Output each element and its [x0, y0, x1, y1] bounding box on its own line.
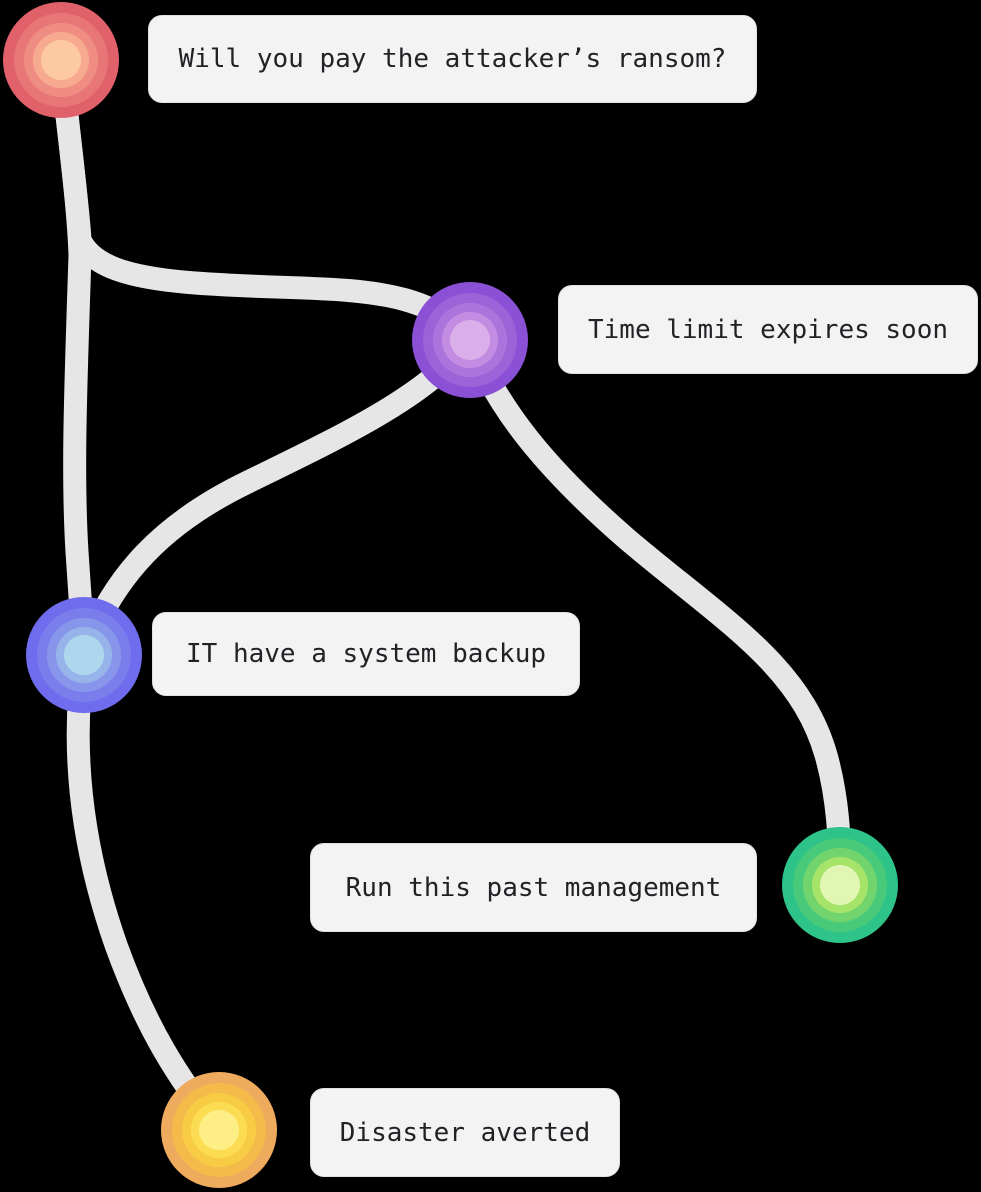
node-system-backup[interactable]	[26, 597, 142, 713]
edge-system-backup-to-disaster-averted	[66, 643, 231, 1142]
node-ransom-question[interactable]	[3, 2, 119, 118]
label-text-run-past-management: Run this past management	[345, 872, 722, 903]
node-run-past-management[interactable]	[782, 827, 898, 943]
label-system-backup: IT have a system backup	[152, 612, 580, 696]
label-text-time-limit: Time limit expires soon	[587, 314, 949, 345]
label-disaster-averted: Disaster averted	[310, 1088, 620, 1177]
label-text-system-backup: IT have a system backup	[185, 639, 547, 669]
label-run-past-management: Run this past management	[310, 843, 757, 932]
node-disaster-averted[interactable]	[161, 1072, 277, 1188]
edge-time-limit-to-run-past-management	[458, 328, 852, 897]
label-time-limit: Time limit expires soon	[558, 285, 978, 374]
label-text-disaster-averted: Disaster averted	[339, 1117, 591, 1148]
node-time-limit[interactable]	[412, 282, 528, 398]
edge-ransom-question-to-time-limit	[49, 48, 482, 352]
label-ransom-question: Will you pay the attacker’s ransom?	[148, 15, 757, 103]
edge-time-limit-to-system-backup	[72, 328, 482, 667]
label-text-ransom-question: Will you pay the attacker’s ransom?	[178, 44, 727, 74]
